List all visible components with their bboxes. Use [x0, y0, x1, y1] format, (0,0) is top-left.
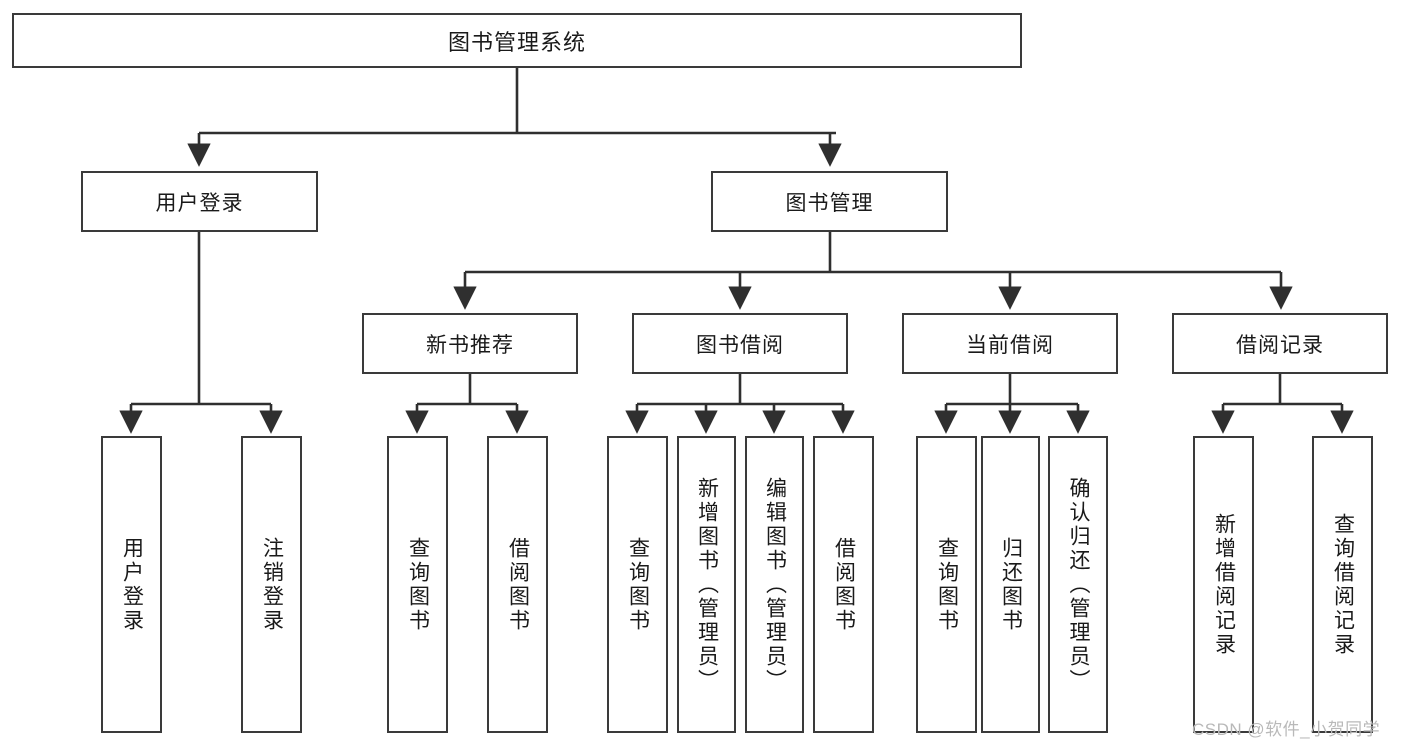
leaf-user-logout[interactable]: 注销登录 [241, 436, 302, 733]
node-borrow-record[interactable]: 借阅记录 [1172, 313, 1388, 374]
node-book-manage[interactable]: 图书管理 [711, 171, 948, 232]
node-new-book-recommend[interactable]: 新书推荐 [362, 313, 578, 374]
leaf-query-book-2[interactable]: 查询图书 [607, 436, 668, 733]
leaf-add-book[interactable]: 新增图书（管理员） [677, 436, 736, 733]
leaf-edit-book[interactable]: 编辑图书（管理员） [745, 436, 804, 733]
leaf-confirm-return[interactable]: 确认归还（管理员） [1048, 436, 1108, 733]
watermark: CSDN @软件_小贺同学 [1192, 720, 1381, 739]
leaf-query-book-3[interactable]: 查询图书 [916, 436, 977, 733]
leaf-return-book[interactable]: 归还图书 [981, 436, 1040, 733]
node-current-borrow[interactable]: 当前借阅 [902, 313, 1118, 374]
leaf-query-record[interactable]: 查询借阅记录 [1312, 436, 1373, 733]
node-user-login[interactable]: 用户登录 [81, 171, 318, 232]
node-book-borrow[interactable]: 图书借阅 [632, 313, 848, 374]
leaf-borrow-book-1[interactable]: 借阅图书 [487, 436, 548, 733]
node-root[interactable]: 图书管理系统 [12, 13, 1022, 68]
leaf-query-book-1[interactable]: 查询图书 [387, 436, 448, 733]
leaf-add-record[interactable]: 新增借阅记录 [1193, 436, 1254, 733]
leaf-borrow-book-2[interactable]: 借阅图书 [813, 436, 874, 733]
leaf-user-login[interactable]: 用户登录 [101, 436, 162, 733]
